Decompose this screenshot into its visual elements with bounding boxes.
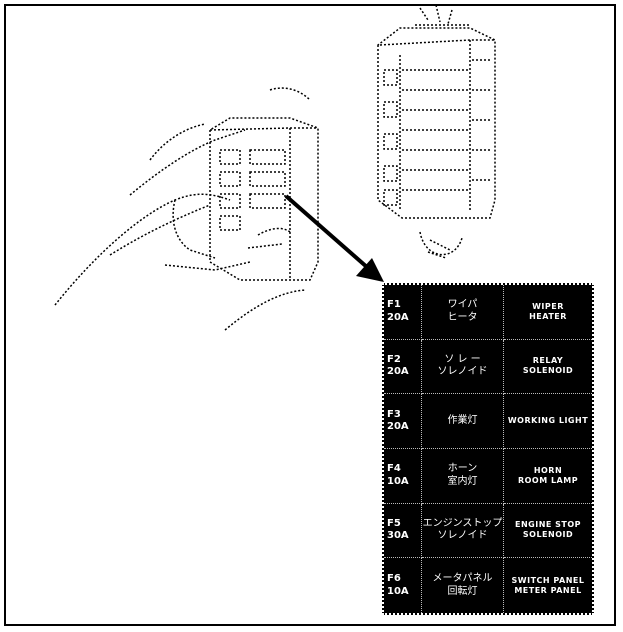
fuse-id: F1 xyxy=(387,299,401,312)
pointer-arrow xyxy=(286,196,384,282)
fuse-label-en-line2: METER PANEL xyxy=(514,586,581,596)
fuse-label-en-line2: SOLENOID xyxy=(523,366,573,376)
fuse-label-en: WORKING LIGHT xyxy=(508,416,588,426)
fuse-label-en: ENGINE STOP xyxy=(515,520,581,530)
fuse-label-jp-cell: ワイパヒータ xyxy=(422,285,504,340)
fuse-label-jp-cell: エンジンストップソレノイド xyxy=(422,504,504,559)
fuse-label-jp-cell: 作業灯 xyxy=(422,394,504,449)
fuse-id: F5 xyxy=(387,518,401,531)
fuse-amperage: 10A xyxy=(387,476,409,489)
fuse-label-jp-line2: ヒータ xyxy=(448,312,478,325)
fuse-label-en-line2: HEATER xyxy=(529,312,567,322)
fuse-id: F4 xyxy=(387,463,401,476)
fuse-amperage: 20A xyxy=(387,421,409,434)
fuse-label-jp-line2: 回転灯 xyxy=(448,586,478,599)
fuse-amperage: 20A xyxy=(387,312,409,325)
fuse-box-illustration xyxy=(378,5,495,258)
fuse-label-en-line2: ROOM LAMP xyxy=(518,476,578,486)
fuse-label-en: RELAY xyxy=(533,356,563,366)
fuse-label-en: HORN xyxy=(534,466,562,476)
fuse-label-en: WIPER xyxy=(532,302,564,312)
fuse-label-jp-cell: メータパネル回転灯 xyxy=(422,558,504,613)
fuse-label-jp: 作業灯 xyxy=(448,415,478,428)
fuse-id: F2 xyxy=(387,354,401,367)
fuse-label-jp: ワイパ xyxy=(448,299,478,312)
fuse-label-jp-line2: 室内灯 xyxy=(448,476,478,489)
fuse-label-jp-cell: ホーン室内灯 xyxy=(422,449,504,504)
fuse-amperage: 20A xyxy=(387,366,409,379)
fuse-label-jp: メータパネル xyxy=(433,573,493,586)
fuse-label-jp-cell: ソ レ ーソレノイド xyxy=(422,340,504,395)
fuse-id: F3 xyxy=(387,409,401,422)
fuse-label-jp: ソ レ ー xyxy=(444,354,480,367)
fuse-id: F6 xyxy=(387,573,401,586)
hand-fuse-holder-illustration xyxy=(55,88,318,330)
fuse-label-jp-line2: ソレノイド xyxy=(438,366,488,379)
fuse-label-jp: ホーン xyxy=(448,463,478,476)
fuse-label-jp: エンジンストップ xyxy=(423,518,503,531)
fuse-amperage: 30A xyxy=(387,530,409,543)
fuse-label-en-cell: WORKING LIGHT xyxy=(504,394,592,449)
fuse-label-jp-line2: ソレノイド xyxy=(438,530,488,543)
fuse-amperage: 10A xyxy=(387,586,409,599)
fuse-label-en-line2: SOLENOID xyxy=(523,530,573,540)
fuse-label-en: SWITCH PANEL xyxy=(512,576,585,586)
